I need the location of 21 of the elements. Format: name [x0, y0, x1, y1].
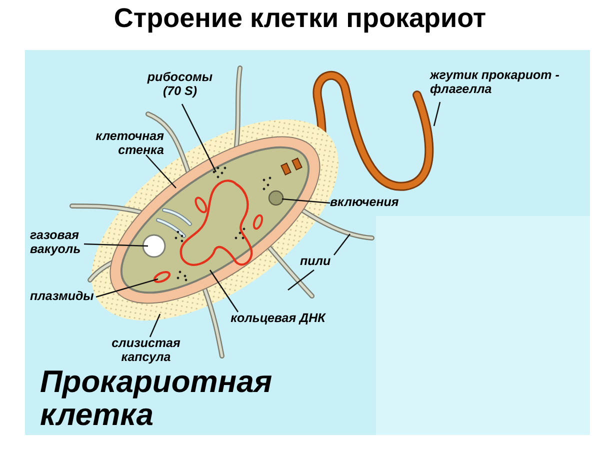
- leader-line: [149, 314, 161, 338]
- diagram-title: Строение клетки прокариот: [112, 2, 488, 35]
- leader-line: [288, 269, 314, 291]
- part-label: слизистая капсула: [100, 336, 192, 365]
- leader-line: [209, 270, 239, 312]
- part-label: рибосомы (70 S): [138, 70, 222, 99]
- leader-line: [84, 243, 148, 247]
- part-label: кольцевая ДНК: [226, 311, 330, 326]
- leader-line: [433, 102, 441, 126]
- figure-caption: Прокариотная клетка: [40, 366, 274, 432]
- leader-line: [181, 104, 217, 172]
- part-label: клеточная стенка: [80, 129, 164, 158]
- leader-line: [146, 154, 176, 188]
- leader-line: [282, 198, 330, 204]
- leader-line: [333, 234, 351, 256]
- part-label: пили: [300, 254, 344, 268]
- part-label: плазмиды: [30, 289, 96, 304]
- part-label: газовая вакуоль: [30, 228, 86, 257]
- part-label: жгутик прокариот - флагелла: [430, 68, 592, 97]
- leader-line: [96, 278, 158, 298]
- part-label: включения: [330, 195, 404, 210]
